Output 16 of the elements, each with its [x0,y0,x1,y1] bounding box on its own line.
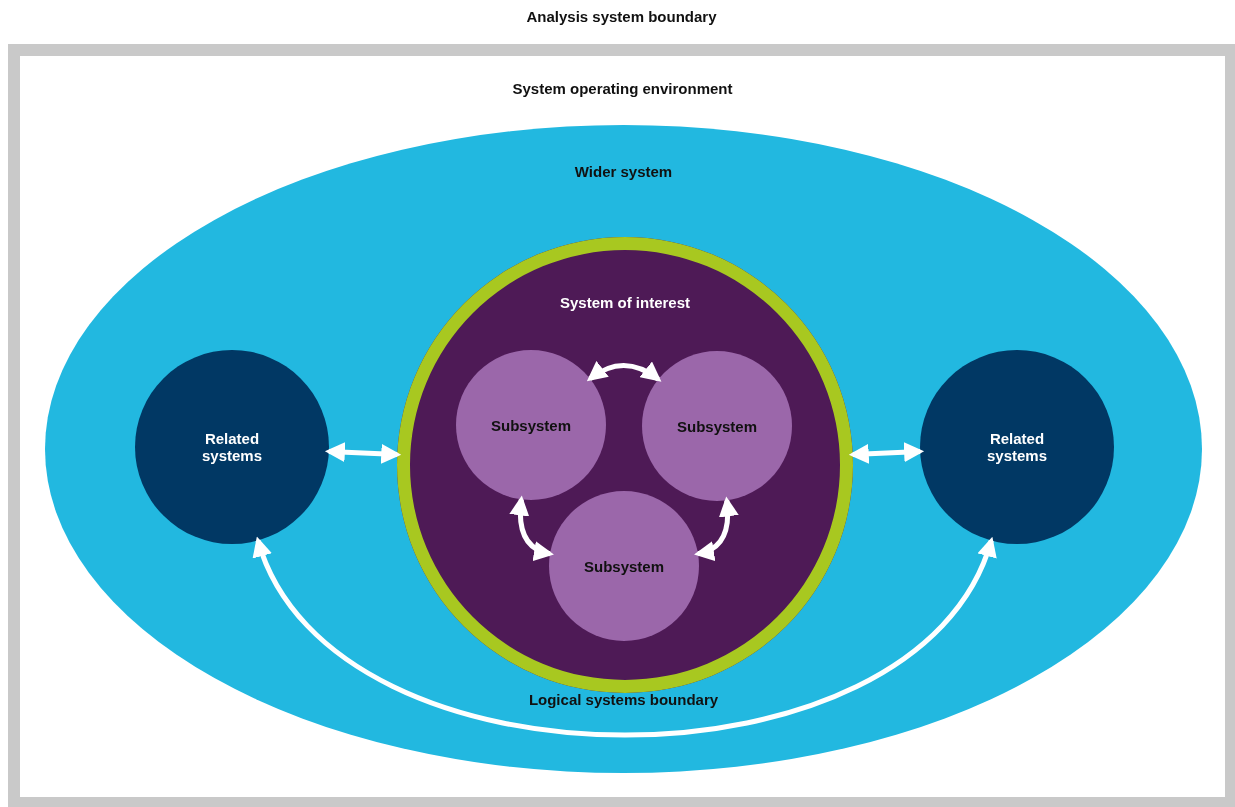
node-label: Related systems [985,430,1048,464]
region-label: Wider system [574,163,673,180]
node-label: Subsystem [490,416,571,434]
node-label: System of interest [560,294,690,311]
region-label: System operating environment [512,80,733,97]
double-arrow [509,495,554,560]
boundary-label: Logical systems boundary [528,691,719,708]
double-arrow [255,536,994,738]
double-arrow [694,496,739,560]
double-arrow [586,361,662,382]
node-label: Subsystem [676,417,757,435]
double-arrow [324,442,402,464]
double-arrow [848,442,925,464]
boundary-label: Analysis system boundary [526,8,717,25]
node-label: Related systems [200,430,263,464]
node-label: Subsystem [583,557,664,575]
